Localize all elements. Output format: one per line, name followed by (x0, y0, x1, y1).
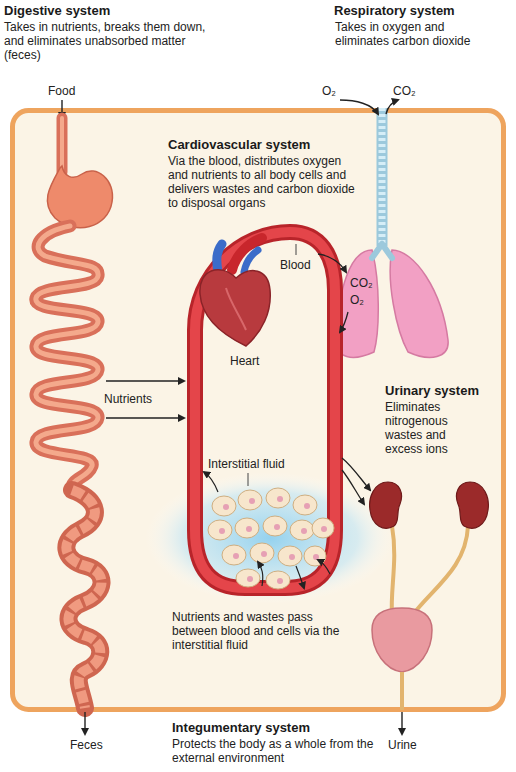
digestive-tract (36, 100, 113, 734)
part-label: O₂ (322, 84, 336, 98)
description-text: Takes in nutrients, breaks them down, an… (4, 20, 209, 62)
system-heading: Integumentary system (172, 720, 402, 735)
system-heading: Urinary system (385, 383, 507, 398)
part-label: Food (48, 84, 75, 98)
system-description: Protects the body as a whole from the ex… (172, 737, 402, 765)
part-label: Interstitial fluid (208, 457, 285, 471)
description-text: Nutrients and wastes pass between blood … (172, 610, 360, 652)
respiratory-organs (336, 100, 448, 357)
description-text: Takes in oxygen and eliminates carbon di… (335, 20, 500, 48)
heart (200, 238, 270, 346)
interstitial-glow (145, 472, 395, 604)
blood-loop (195, 232, 370, 588)
part-label: Heart (230, 354, 259, 368)
system-heading: Respiratory system (334, 3, 512, 18)
description-text: Eliminates nitrogenous wastes and excess… (385, 400, 461, 456)
system-heading: Cardiovascular system (168, 137, 368, 152)
part-label: Feces (70, 738, 103, 752)
urinary-organs (370, 482, 489, 734)
part-label: Blood (280, 258, 311, 272)
body-cells (208, 488, 334, 589)
part-label: Nutrients (104, 392, 152, 406)
part-label: CO₂ (393, 84, 416, 98)
description-text: Via the blood, distributes oxygen and nu… (168, 154, 360, 210)
part-label: O₂ (350, 293, 364, 307)
part-label: Urine (388, 738, 417, 752)
cell-nuclei (219, 496, 327, 584)
part-label: CO₂ (350, 276, 373, 290)
leader-line (248, 473, 249, 486)
exchange-arrows (204, 472, 330, 588)
system-heading: Digestive system (4, 3, 264, 18)
